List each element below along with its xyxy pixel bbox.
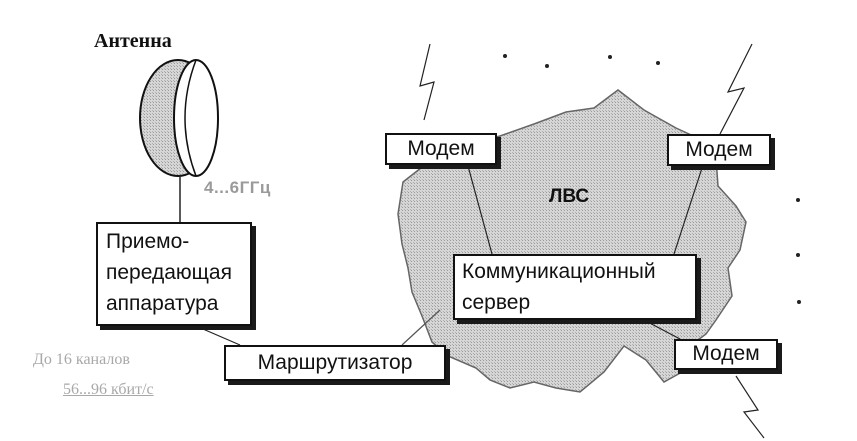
antenna-icon — [139, 59, 219, 177]
frequency-label: 4...6ГГц — [204, 178, 271, 197]
modem-node-bottom: Модем — [674, 339, 778, 370]
modem-right-label: Модем — [685, 138, 753, 161]
server-line-2: сервер — [462, 291, 531, 314]
radio-link-bottom — [735, 375, 765, 439]
modem-right-to-server-line — [673, 167, 703, 255]
speed-label: 56...96 кбит/с — [63, 381, 154, 398]
transceiver-line-3: аппаратура — [106, 292, 219, 315]
modem-bottom-label: Модем — [692, 342, 760, 365]
router-to-lan-line — [401, 309, 441, 346]
lan-label: ЛВС — [549, 186, 590, 207]
modem-node-left: Модем — [385, 133, 497, 165]
transceiver-to-router-line — [195, 325, 241, 346]
remote-node-dots — [503, 54, 801, 304]
transceiver-node: Приемо- передающая аппаратура — [96, 222, 252, 326]
radio-link-right — [719, 43, 753, 135]
modem-left-label: Модем — [407, 137, 475, 160]
server-to-modem-bottom-line — [643, 319, 681, 340]
channels-label: До 16 каналов — [33, 351, 130, 368]
radio-link-left — [419, 43, 435, 121]
modem-left-to-server-line — [467, 165, 493, 255]
modem-node-right: Модем — [667, 134, 771, 166]
server-line-1: Коммуникационный — [462, 260, 656, 283]
router-node: Маршрутизатор — [224, 345, 446, 381]
transceiver-line-1: Приемо- — [106, 230, 190, 253]
antenna-label: Антенна — [94, 30, 172, 52]
router-label: Маршрутизатор — [257, 351, 413, 374]
transceiver-line-2: передающая — [106, 261, 232, 284]
communication-server-node: Коммуникационный сервер — [453, 254, 697, 320]
